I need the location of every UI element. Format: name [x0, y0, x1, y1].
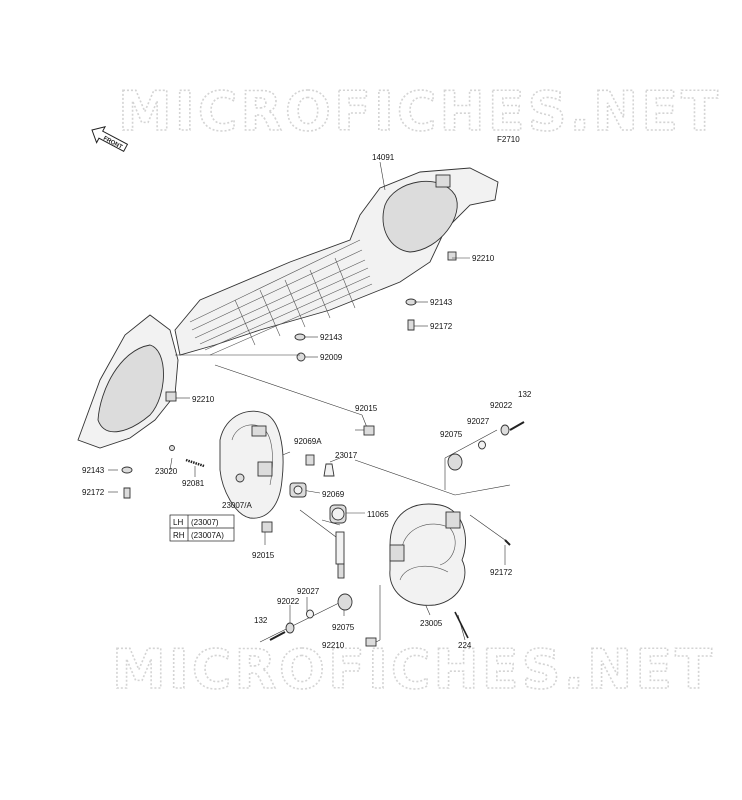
- part-label: 92015: [252, 551, 275, 560]
- part-label: 92210: [472, 254, 495, 263]
- part-label: 92069A: [294, 437, 322, 446]
- part-label: 14091: [372, 153, 395, 162]
- part-label: 92081: [182, 479, 205, 488]
- part-label: 92027: [467, 417, 490, 426]
- part-label: 92009: [320, 353, 343, 362]
- side-table: LH (23007) RH (23007A): [169, 514, 235, 542]
- part-label: 92143: [430, 298, 453, 307]
- table-part-rh: (23007A): [191, 531, 224, 540]
- watermark-bottom: MICROFICHES.NET: [112, 638, 715, 701]
- headlight-housing: [219, 410, 284, 519]
- part-label: 23007/A: [222, 501, 252, 510]
- cowl-assembly: [77, 167, 499, 449]
- part-label: 92022: [490, 401, 513, 410]
- table-part-lh: (23007): [191, 518, 219, 527]
- part-label: 92143: [320, 333, 343, 342]
- figure-code: F2710: [497, 135, 520, 144]
- part-label: 92069: [322, 490, 345, 499]
- part-label: 224: [458, 641, 472, 650]
- part-label: 23017: [335, 451, 358, 460]
- adjuster-parts: [269, 421, 525, 647]
- housing-small-parts: [169, 425, 375, 579]
- watermark-top: MICROFICHES.NET: [118, 80, 721, 143]
- part-label: 132: [254, 616, 268, 625]
- part-label: 92075: [440, 430, 463, 439]
- headlight-cover: [389, 503, 511, 639]
- part-label: 11065: [367, 510, 389, 519]
- part-label: 92210: [192, 395, 215, 404]
- part-label: 92015: [355, 404, 378, 413]
- part-label: 92022: [277, 597, 300, 606]
- part-labels: 14091 92210 92143 92172 92143 92009 9221…: [82, 153, 532, 650]
- part-label: 92172: [490, 568, 513, 577]
- part-label: 92143: [82, 466, 105, 475]
- part-label: 92027: [297, 587, 320, 596]
- part-label: 23020: [155, 467, 178, 476]
- part-label: 92075: [332, 623, 355, 632]
- part-label: 23005: [420, 619, 443, 628]
- part-label: 132: [518, 390, 532, 399]
- table-side-rh: RH: [173, 531, 185, 540]
- table-side-lh: LH: [173, 518, 183, 527]
- part-label: 92172: [430, 322, 453, 331]
- part-label: 92172: [82, 488, 105, 497]
- part-label: 92210: [322, 641, 345, 650]
